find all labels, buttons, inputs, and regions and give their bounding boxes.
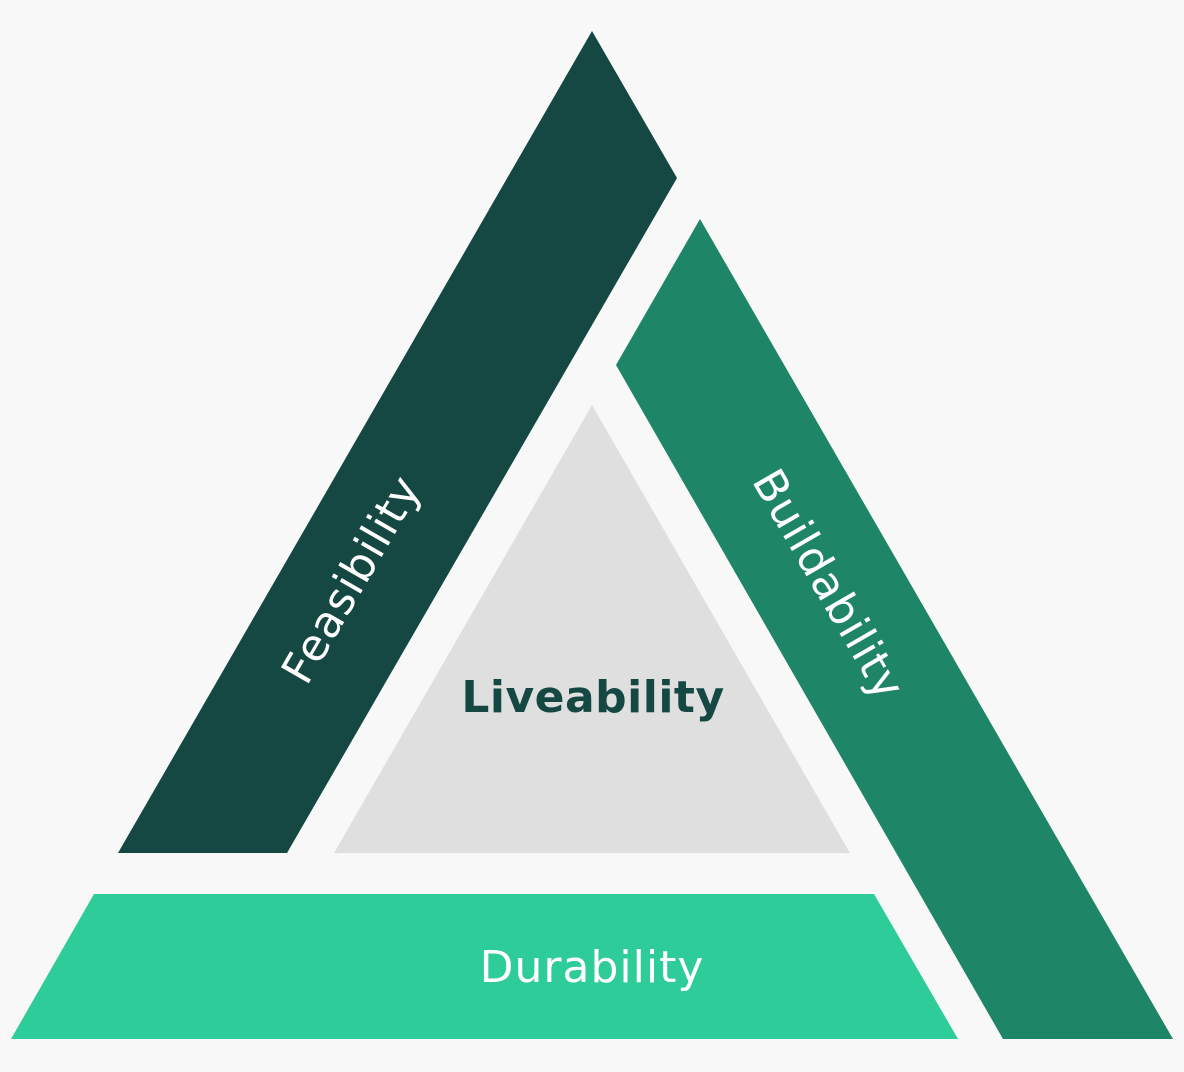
- liveability-segment: [334, 405, 850, 853]
- feasibility-segment: [118, 31, 677, 853]
- buildability-segment: [616, 219, 1173, 1039]
- liveability-label: Liveability: [461, 672, 724, 723]
- durability-label: Durability: [480, 942, 705, 993]
- durability-segment: [11, 894, 958, 1039]
